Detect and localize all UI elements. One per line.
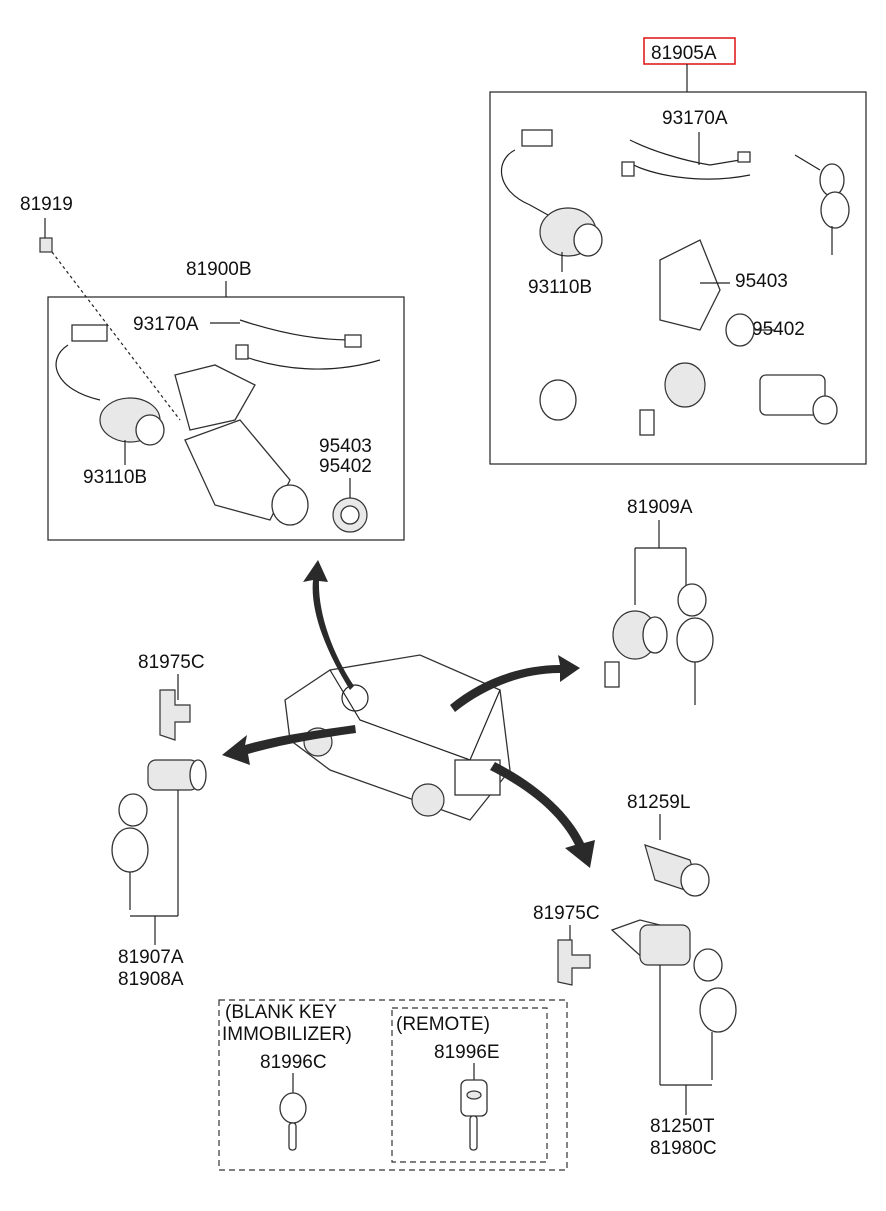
- highlight-box: [643, 37, 736, 65]
- tail-lock-part: [610, 919, 737, 1080]
- label-81975C-left[interactable]: 81975C: [138, 652, 205, 673]
- keys-box: [218, 999, 568, 1171]
- blank-key-part: [279, 1092, 307, 1151]
- label-81996C[interactable]: 81996C: [260, 1052, 327, 1073]
- clip-right-part: [557, 939, 591, 986]
- label-95402-right[interactable]: 95402: [752, 319, 805, 340]
- label-95403-left[interactable]: 95403: [319, 436, 372, 457]
- blank-key-title-1: (BLANK KEY: [225, 1002, 337, 1023]
- label-81919[interactable]: 81919: [20, 194, 73, 215]
- label-81975C-right[interactable]: 81975C: [533, 903, 600, 924]
- clip-left-part: [159, 689, 191, 741]
- remote-title: (REMOTE): [396, 1014, 490, 1035]
- blank-key-title-2: IMMOBILIZER): [222, 1024, 352, 1045]
- label-95403-right[interactable]: 95403: [735, 271, 788, 292]
- left-box-parts: [55, 319, 381, 533]
- remote-key-part: [460, 1079, 488, 1151]
- arrow-to-rear-lock: [450, 655, 580, 712]
- label-81900B[interactable]: 81900B: [186, 259, 252, 280]
- label-95402-left[interactable]: 95402: [319, 456, 372, 477]
- screw-part: [39, 237, 53, 253]
- label-81907A[interactable]: 81907A: [118, 947, 184, 968]
- left-assembly-box: [47, 296, 405, 541]
- label-81250T[interactable]: 81250T: [650, 1116, 715, 1137]
- label-81259L[interactable]: 81259L: [627, 792, 690, 813]
- label-81996E[interactable]: 81996E: [434, 1042, 500, 1063]
- right-assembly-box: [489, 91, 867, 465]
- label-93110B-left[interactable]: 93110B: [83, 467, 147, 488]
- door-lock-part: [111, 759, 207, 910]
- label-81908A[interactable]: 81908A: [118, 969, 184, 990]
- label-93110B-right[interactable]: 93110B: [528, 277, 592, 298]
- label-93170A-right[interactable]: 93170A: [662, 108, 728, 129]
- label-81980C[interactable]: 81980C: [650, 1138, 717, 1159]
- van-illustration: [284, 654, 511, 821]
- right-box-parts: [500, 129, 850, 436]
- arrow-to-tail-lock: [490, 762, 595, 868]
- arrow-to-ignition: [303, 560, 354, 690]
- label-81905A[interactable]: 81905A: [651, 43, 717, 64]
- arrow-to-door-lock: [222, 725, 356, 765]
- label-93170A-left[interactable]: 93170A: [133, 314, 199, 335]
- rear-lock-part: [604, 583, 714, 705]
- cap-part: [644, 844, 710, 897]
- remote-box: [391, 1007, 548, 1163]
- label-81909A[interactable]: 81909A: [627, 497, 693, 518]
